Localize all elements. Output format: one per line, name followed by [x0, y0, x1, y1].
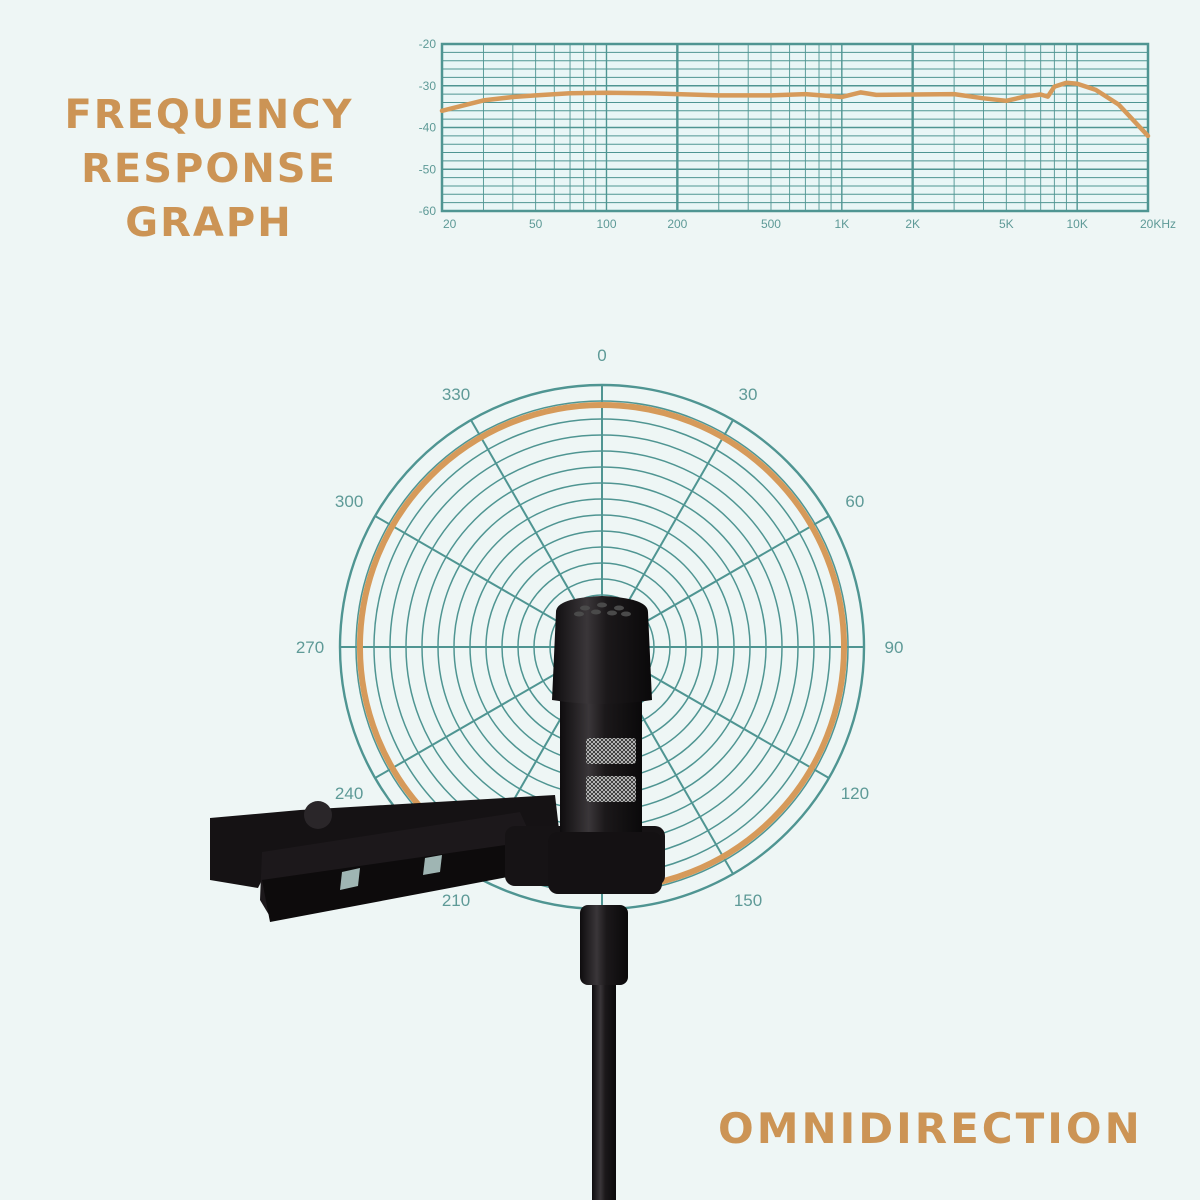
x-tick-label: 5K: [999, 217, 1014, 231]
title-line-2: RESPONSE GRAPH: [81, 146, 337, 246]
angle-label: 240: [335, 784, 363, 803]
x-tick-label: 50: [529, 217, 543, 231]
angle-label: 60: [845, 492, 864, 511]
grille-mesh-upper: [586, 738, 636, 764]
frequency-response-chart: -20 -30 -40 -50 -60 20 50 100 200 500 1K 2K 5K 10K 20K…: [419, 37, 1176, 231]
x-tick-label: 100: [596, 217, 616, 231]
y-tick-label: -40: [419, 121, 437, 135]
x-tick-label: 500: [761, 217, 781, 231]
frequency-response-title: FREQUENCY RESPONSE GRAPH: [0, 88, 418, 250]
x-tick-label: 200: [667, 217, 687, 231]
angle-label: 30: [739, 385, 758, 404]
angle-label: 270: [296, 638, 324, 657]
y-tick-label: -20: [419, 37, 437, 51]
angle-label: 120: [841, 784, 869, 803]
y-tick-label: -30: [419, 79, 437, 93]
response-curve: [439, 80, 1151, 139]
y-tick-label: -60: [419, 204, 437, 218]
x-tick-label: 10K: [1066, 217, 1087, 231]
omnidirection-title: OMNIDIRECTION: [718, 1104, 1143, 1153]
angle-label: 90: [885, 638, 904, 657]
microphone-capsule: [548, 596, 662, 894]
x-tick-label: 20KHz: [1140, 217, 1176, 231]
x-tick-label: 20: [443, 217, 457, 231]
x-tick-label: 2K: [905, 217, 920, 231]
grille-mesh-lower: [586, 776, 636, 802]
angle-label: 150: [734, 891, 762, 910]
y-tick-label: -50: [419, 162, 437, 176]
x-tick-label: 1K: [834, 217, 849, 231]
angle-label: 210: [442, 891, 470, 910]
title-line-1: FREQUENCY: [64, 92, 354, 138]
angle-label: 330: [442, 385, 470, 404]
angle-label: 0: [597, 346, 606, 365]
angle-label: 300: [335, 492, 363, 511]
cable: [580, 905, 628, 1200]
